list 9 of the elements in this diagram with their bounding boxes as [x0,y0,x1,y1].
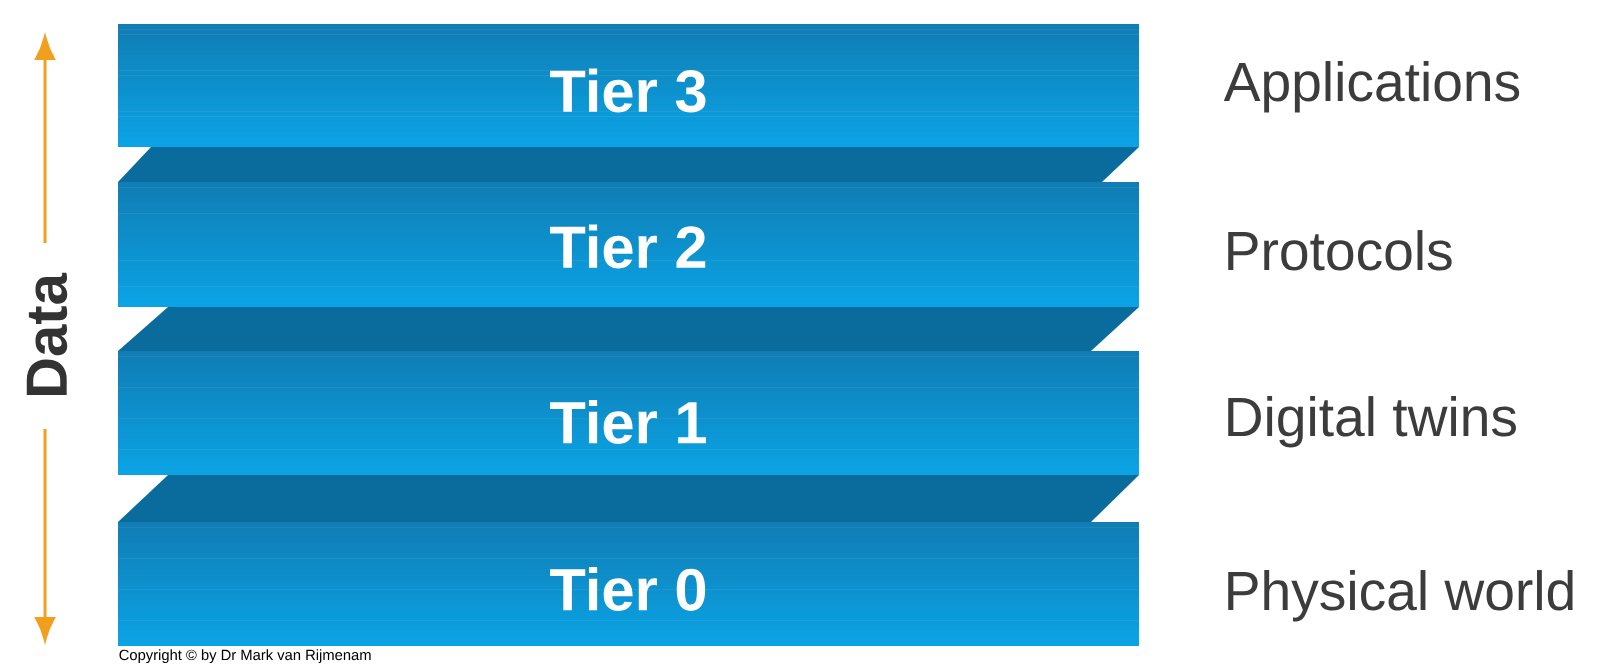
tier-label: Tier 3 [550,68,706,113]
layer-label: Applications [1223,61,1520,113]
axis-label: Data [26,272,68,395]
layer-label: Physical world [1228,570,1573,622]
layer-label: Protocols [1228,230,1452,271]
layer-label: Digital twins [1228,396,1516,448]
tier-label: Tier 2 [550,224,706,269]
tier-label: Tier 0 [550,567,706,611]
tier-label: Tier 1 [550,400,706,444]
